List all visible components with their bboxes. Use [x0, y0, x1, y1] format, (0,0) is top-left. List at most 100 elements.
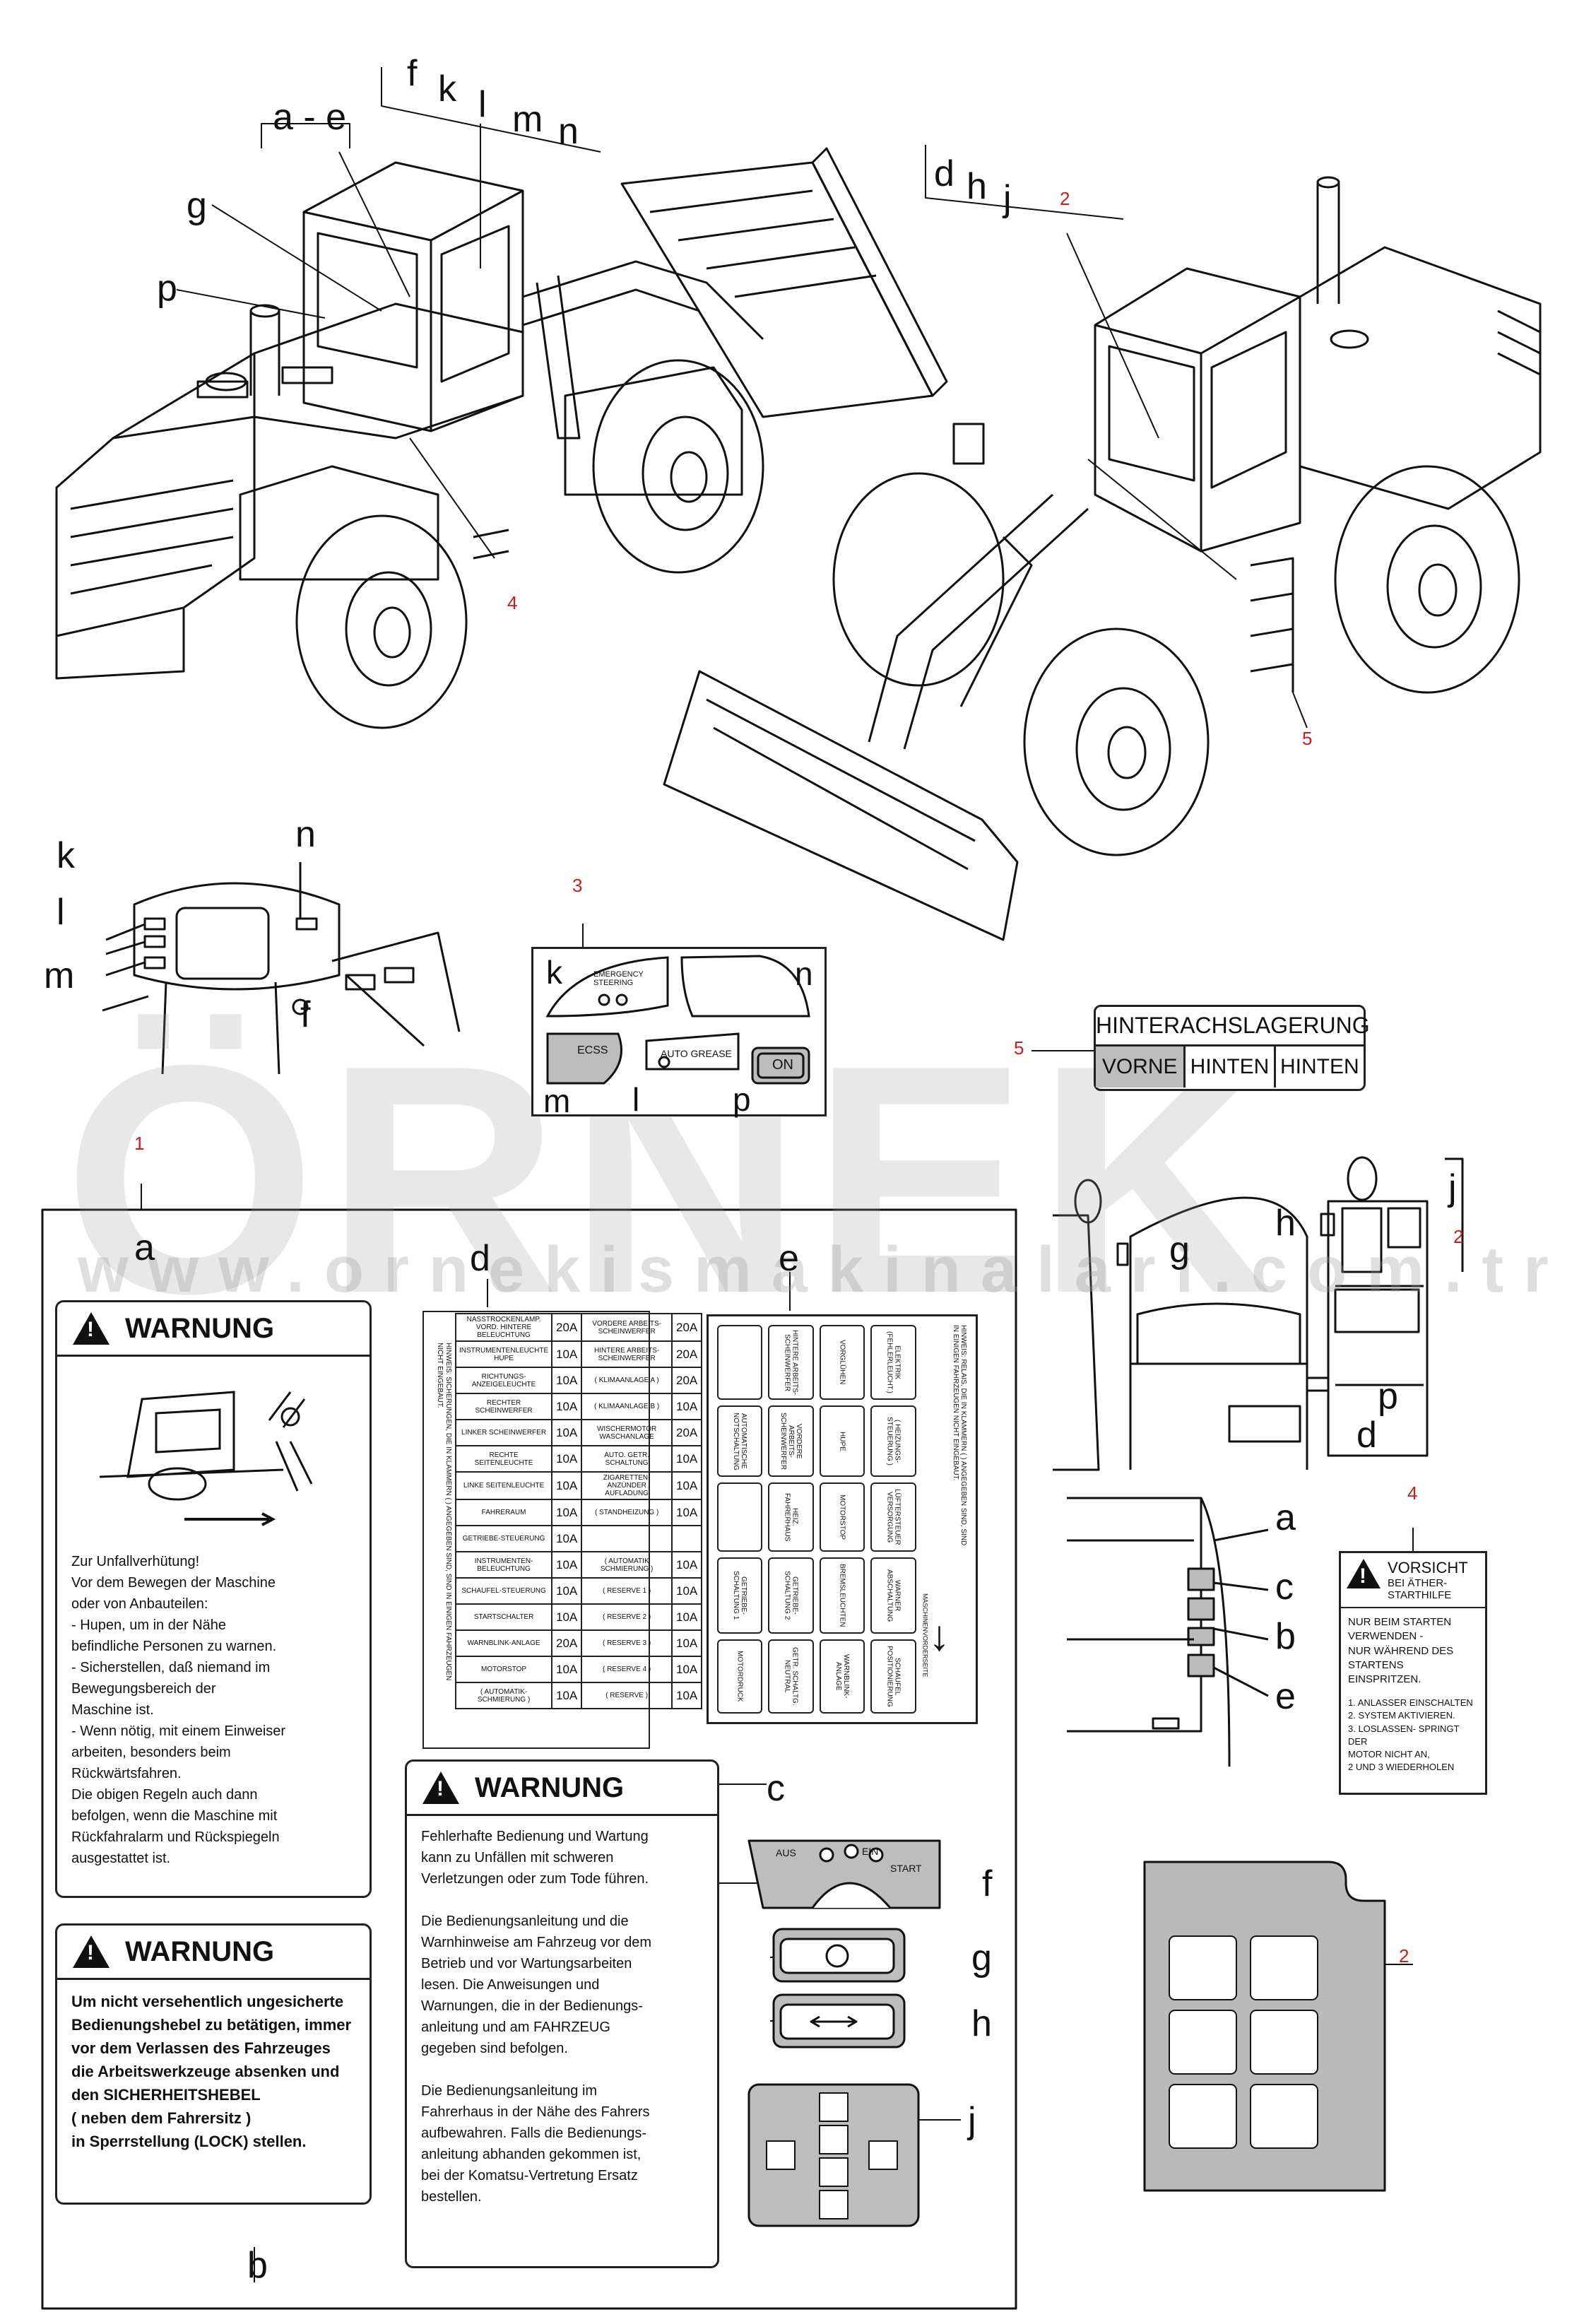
relay-slot: SCHAUFEL POSITIONIERUNG: [870, 1639, 916, 1714]
fuse-amp: 10A: [551, 1499, 583, 1526]
fuse-name: LINKE SEITENLEUCHTE: [454, 1471, 553, 1500]
fuse-name: RECHTER SCHEINWERFER: [454, 1393, 553, 1420]
panel3-label-m: m: [543, 1083, 571, 1119]
ecss-label: ECSS: [577, 1044, 608, 1056]
dashboard-sketch: [102, 862, 461, 1075]
decal-label-g: g: [971, 1938, 992, 1979]
fuse-name: INSTRUMENTENLEUCHTE HUPE: [454, 1340, 553, 1368]
fuse-amp: 10A: [671, 1682, 703, 1709]
fuse-name: [581, 1525, 673, 1552]
fuse-name: RECHTE SEITENLEUCHTE: [454, 1445, 553, 1473]
decal-label-c: c: [767, 1768, 785, 1809]
red-number-2-top: 2: [1060, 188, 1070, 209]
dash-label-n: n: [295, 814, 316, 855]
decal-label-h: h: [971, 2003, 992, 2044]
fuse-amp: 10A: [671, 1656, 703, 1683]
warning-triangle-icon: [73, 1312, 110, 1345]
fuse-amp: 10A: [671, 1551, 703, 1579]
decal-label-d: d: [470, 1238, 490, 1279]
cab-label-p: p: [1378, 1376, 1398, 1417]
loader-left-drawing: [55, 147, 948, 729]
vorsicht-subtitle: BEI ÄTHER- STARTHILFE: [1388, 1577, 1452, 1601]
cab-interior-sketch: [1053, 1156, 1464, 1471]
fuse-amp: 10A: [551, 1393, 583, 1420]
fuse-amp: [671, 1525, 703, 1552]
callout-g: g: [187, 185, 207, 226]
fuse-name: VORDERE ARBEITS-SCHEINWERFER: [581, 1313, 673, 1342]
relay-slot: [717, 1482, 763, 1552]
dash-label-k: k: [57, 835, 75, 876]
panel3-label-p: p: [733, 1081, 751, 1118]
callout-m: m: [512, 99, 543, 140]
fuse-amp: 10A: [551, 1682, 583, 1709]
fuse-name: STARTSCHALTER: [454, 1603, 553, 1631]
cab-label-d: d: [1356, 1415, 1377, 1456]
fuse-amp: 10A: [551, 1340, 583, 1368]
fuse-amp: 10A: [551, 1471, 583, 1500]
fuse-name: ( RESERVE ): [581, 1682, 673, 1709]
fuse-amp: 20A: [671, 1419, 703, 1446]
dash-label-l: l: [57, 892, 65, 933]
key-start-label: START: [890, 1863, 922, 1874]
fuse-amp: 10A: [671, 1629, 703, 1657]
fuse-name: NASSTROCKENLAMP. VORD. HINTERE BELEUCHTU…: [454, 1313, 553, 1342]
fuse-table: NASSTROCKENLAMP. VORD. HINTERE BELEUCHTU…: [454, 1313, 703, 1709]
decal-label-e: e: [779, 1238, 799, 1279]
decal-label-b: b: [247, 2245, 268, 2286]
fuse-name: ( KLIMAANLAGE A ): [581, 1367, 673, 1394]
fuse-amp: 10A: [551, 1551, 583, 1579]
leader-lines: [176, 67, 1308, 729]
loader-right-drawing: [663, 176, 1542, 941]
side-view-sketch: [1067, 1497, 1269, 1767]
vorsicht-title: VORSICHT: [1388, 1559, 1468, 1576]
side-label-e: e: [1275, 1676, 1296, 1717]
fuse-name: HINTERE ARBEITS-SCHEINWERFER: [581, 1340, 673, 1368]
arrow-down-icon: ↓: [928, 1611, 950, 1659]
warning-c-title: WARNUNG: [475, 1771, 625, 1803]
warning-a-text: Zur Unfallverhütung! Vor dem Bewegen der…: [71, 1554, 286, 1866]
vorsicht-body: NUR BEIM STARTEN VERWENDEN - NUR WÄHREND…: [1348, 1616, 1454, 1685]
fuse-name: WARNBLINK-ANLAGE: [454, 1629, 553, 1657]
relay-slot: GETRIEBE-SCHALTUNG 1: [717, 1557, 763, 1634]
hinterachs-title: HINTERACHSLAGERUNG: [1096, 1007, 1370, 1047]
fuse-amp: 10A: [551, 1603, 583, 1631]
auto-grease-label: AUTO GREASE: [661, 1048, 732, 1059]
caution-decal-4: VORSICHT BEI ÄTHER- STARTHILFE NUR BEIM …: [1339, 1551, 1487, 1795]
warning-b-text: Um nicht versehentlich ungesicherte Bedi…: [71, 1993, 352, 2150]
fuse-name: ( KLIMAANLAGE B ): [581, 1393, 673, 1420]
fuse-amp: 20A: [671, 1340, 703, 1368]
hinterachs-hinten-1: HINTEN: [1186, 1047, 1276, 1087]
emergency-steering-label: EMERGENCY STEERING: [593, 970, 644, 988]
fuse-amp: 20A: [551, 1629, 583, 1657]
red-number-5-top: 5: [1302, 728, 1313, 749]
fuse-name: ( RESERVE 2 ): [581, 1603, 673, 1631]
relay-slot: AUTOMATISCHE NOTSCHALTUNG: [717, 1405, 763, 1477]
red-number-4-top: 4: [507, 592, 518, 613]
panel3-label-l: l: [632, 1081, 640, 1118]
relay-slot: HEIZ. FAHRERHAUS: [768, 1482, 814, 1552]
relay-slot: MOTORDRUCK: [717, 1639, 763, 1714]
fuse-name: GETRIEBE-STEUERUNG: [454, 1525, 553, 1552]
warning-a-pictogram: [99, 1391, 313, 1526]
red-number-4: 4: [1407, 1482, 1418, 1504]
red-number-1: 1: [134, 1133, 145, 1154]
fuse-name: WISCHERMOTOR WASCHANLAGE: [581, 1419, 673, 1446]
panel-3-outlines: [545, 955, 810, 1085]
red-number-3: 3: [572, 875, 583, 896]
fuse-amp: 10A: [671, 1471, 703, 1500]
fuse-name: ( AUTOMATIK-SCHMIERUNG ): [454, 1682, 553, 1709]
instrument-panel-3: EMERGENCY STEERING ECSS AUTO GREASE ON k…: [531, 947, 827, 1119]
fuse-name: AUTO. GETR. SCHALTUNG: [581, 1445, 673, 1473]
panel3-label-k: k: [546, 954, 562, 991]
fuse-amp: 10A: [671, 1603, 703, 1631]
fuse-amp: 20A: [671, 1313, 703, 1342]
decal-frame: [41, 1208, 1017, 2310]
red-number-2-decal: 2: [1399, 1945, 1409, 1967]
relay-slot: LÜFTERSTEUER VERSORGUNG: [870, 1482, 916, 1552]
